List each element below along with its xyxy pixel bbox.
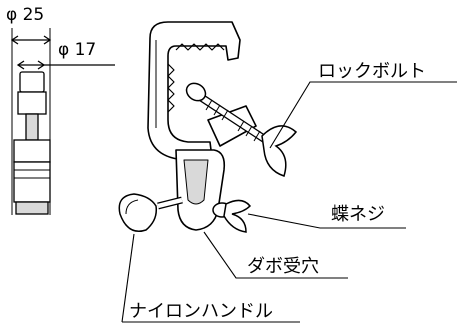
dowel-pin-sketch — [10, 28, 115, 215]
pin-top — [19, 71, 45, 93]
bolt-block — [207, 105, 257, 147]
lock-bolt-label: ロックボルト — [318, 61, 426, 82]
dowel-socket-label: ダボ受穴 — [247, 256, 319, 277]
pin-neck — [25, 113, 39, 141]
pin-base — [13, 161, 51, 203]
hook-teeth-top — [175, 43, 225, 51]
leader-dowel-socket — [203, 231, 348, 279]
pin-collar — [13, 139, 51, 163]
wing-screw-label: 蝶ネジ — [331, 204, 385, 225]
lock-bolt-wing-icon — [261, 125, 298, 177]
dimension-outer-label: φ 25 — [6, 5, 45, 25]
leader-wing-screw — [247, 213, 406, 229]
bolt-shaft — [194, 91, 268, 143]
leader-nylon-handle — [121, 233, 135, 323]
leader-lines — [121, 81, 457, 323]
dimension-inner-label: φ 17 — [58, 40, 97, 60]
handle-knob — [118, 193, 158, 232]
bolt-tip — [185, 82, 207, 102]
nylon-handle-label: ナイロンハンドル — [129, 301, 273, 322]
clamp-body — [147, 21, 257, 231]
lower-body-shade — [183, 159, 209, 205]
dim-arrow-inner-right — [37, 60, 46, 70]
handle-highlight — [125, 199, 139, 215]
pin-upper-body — [17, 91, 47, 115]
hook-teeth-side — [167, 63, 175, 113]
wing-screw-wings — [223, 199, 252, 233]
wing-screw — [212, 199, 252, 233]
c-hook — [147, 21, 241, 161]
nylon-handle — [118, 193, 183, 232]
pin-foot — [15, 201, 49, 215]
handle-shaft — [157, 197, 183, 209]
dim-arrow-inner-left — [16, 60, 25, 70]
leader-lock-bolt — [269, 81, 457, 149]
bolt-thread — [205, 99, 261, 142]
lock-bolt — [185, 82, 298, 177]
